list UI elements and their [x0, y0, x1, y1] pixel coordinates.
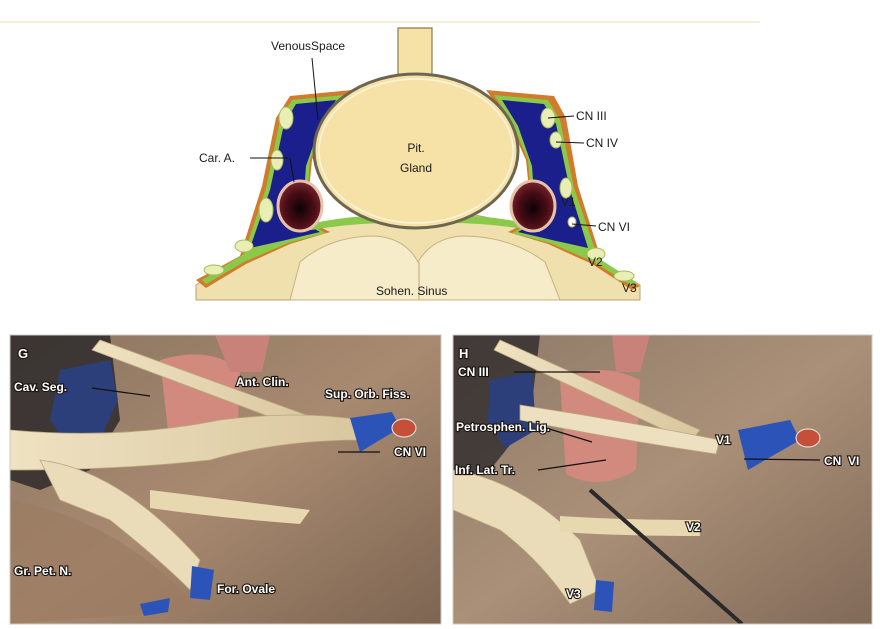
- label-cn6: CN VI: [598, 220, 630, 234]
- photo-h-cn6-leader: [743, 458, 821, 461]
- photo-g-trigeminal: [39, 459, 201, 591]
- cn6-leader: [571, 223, 597, 227]
- label-gland: Gland: [400, 161, 432, 175]
- photo-g-blue-venous: [50, 360, 118, 450]
- photo-h-label-v2: V2: [686, 520, 701, 534]
- label-v1: V1: [561, 195, 576, 209]
- photo-h-inf-lat-tr-leader: [537, 459, 607, 471]
- photo-g-blue-fissure: [350, 412, 400, 452]
- photo-g-blue-lower: [140, 598, 170, 616]
- photo-g-label-cn6: CN VI: [394, 445, 426, 459]
- label-v3: V3: [622, 281, 637, 295]
- photo-g-frame: [9, 334, 442, 625]
- photo-h-red-vessel: [795, 428, 821, 448]
- photo-h-blue-lower: [594, 580, 614, 612]
- photo-h-label-v3: V3: [566, 587, 581, 601]
- cn4-leader: [555, 141, 585, 144]
- gland-capsule: [318, 78, 514, 224]
- photo-h-petrosphen-leader: [545, 427, 593, 443]
- label-cn3: CN III: [576, 109, 607, 123]
- photo-g-panel-letter: G: [18, 346, 28, 361]
- photo-g-blue-ovale: [190, 566, 214, 600]
- photo-g-nerve-lower: [150, 490, 310, 524]
- photo-h-label-petrosphen-lig: Petrosphen. Lig.: [456, 420, 550, 434]
- photo-h-blue-venous: [488, 372, 536, 448]
- cn3-leader: [547, 115, 575, 119]
- photo-h-instrument: [588, 488, 744, 624]
- photo-h-label-inf-lat-tr: Inf. Lat. Tr.: [455, 463, 515, 477]
- photo-h-blue-fissure: [738, 420, 800, 470]
- sphenoid-sinus: [289, 235, 561, 301]
- photo-h-panel-letter: H: [459, 346, 468, 361]
- photo-h-frame: [452, 334, 873, 625]
- photo-h-label-cn3: CN III: [458, 365, 489, 379]
- photo-g-label-for-ovale: For. Ovale: [217, 582, 275, 596]
- photo-g-cav-seg-leader: [91, 387, 151, 397]
- label-cn4: CN IV: [586, 136, 618, 150]
- photo-g-label-ant-clin: Ant. Clin.: [236, 375, 289, 389]
- label-v2: V2: [588, 255, 603, 269]
- right-carotid-artery: [509, 179, 557, 233]
- cavernous-sinus-diagram: VenousSpace Car. A. Pit. Gland CN III CN…: [0, 21, 760, 301]
- photo-h-label-cn6: CN VI: [824, 454, 859, 468]
- photo-panel-g: G Cav. Seg. Ant. Clin. Sup. Orb. Fiss. C…: [10, 335, 441, 624]
- photo-g-label-sup-orb-fiss: Sup. Orb. Fiss.: [325, 387, 410, 401]
- photo-h-label-v1: V1: [716, 433, 731, 447]
- left-wall-nerves: [203, 106, 294, 276]
- photo-g-clinoid-area: [215, 335, 270, 372]
- label-carotid-artery: Car. A.: [199, 151, 235, 165]
- left-carotid-artery: [276, 179, 324, 233]
- photo-h-clinoid-area: [612, 335, 650, 372]
- label-venous-space: VenousSpace: [271, 39, 345, 53]
- label-sphenoid-sinus: Sohen. Sinus: [376, 284, 447, 298]
- car-a-leader-2: [289, 157, 295, 183]
- photo-g-label-cav-seg: Cav. Seg.: [14, 380, 67, 394]
- right-venous-space: [502, 100, 588, 248]
- label-pit: Pit.: [407, 141, 424, 155]
- right-wall-nerves: [540, 107, 635, 282]
- photo-g-lower-tissue: [10, 500, 200, 624]
- pituitary-gland: [312, 72, 520, 230]
- photo-panel-h: H CN III Petrosphen. Lig. Inf. Lat. Tr. …: [453, 335, 872, 624]
- venous-space-leader: [311, 57, 319, 121]
- photo-h-nerve-middle: [519, 404, 721, 455]
- photo-g-label-gr-pet-n: Gr. Pet. N.: [14, 564, 71, 578]
- photo-g-red-vessel: [391, 418, 417, 438]
